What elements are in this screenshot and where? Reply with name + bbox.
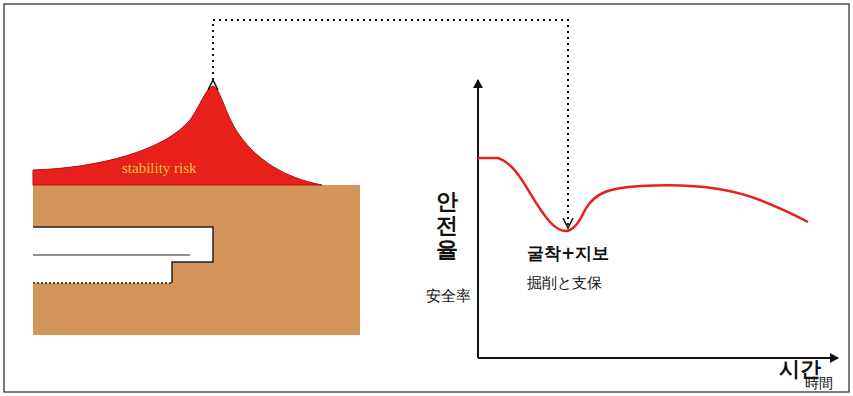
frame — [4, 4, 849, 392]
axis-title-translation: 時間 — [805, 375, 833, 391]
tunnel-floor — [33, 282, 172, 284]
ground-block — [33, 185, 360, 335]
stability-risk-curve — [33, 86, 322, 185]
stage-label-translation: 掘削と支保 — [527, 275, 602, 292]
y-axis — [477, 80, 479, 358]
tunnel-outline — [33, 227, 213, 283]
tunnel-opening — [33, 227, 213, 283]
stage-label: 굴착+지보 — [527, 244, 609, 264]
safety-factor-curve — [478, 158, 808, 231]
bench-line — [33, 255, 190, 256]
axis-title: 안전율 — [436, 190, 458, 263]
risk-label: stability risk — [122, 160, 197, 177]
axis-title-translation: 安全率 — [426, 288, 471, 305]
dotted-leader — [213, 20, 568, 228]
